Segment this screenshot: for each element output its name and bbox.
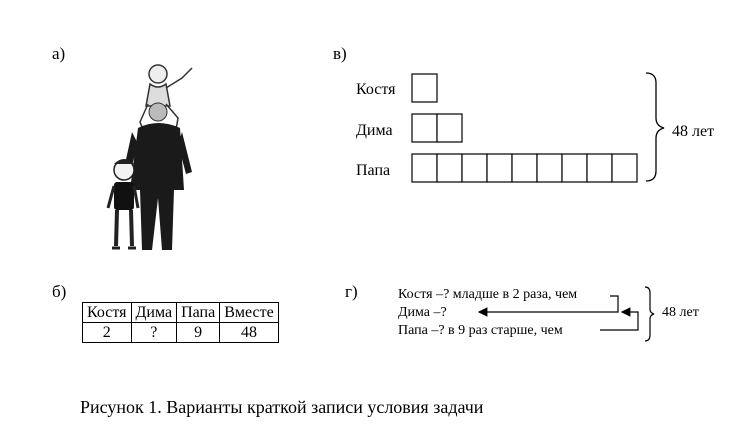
row-name-papa: Папа bbox=[356, 162, 391, 179]
scheme-line-dima: Дима –? bbox=[398, 305, 447, 320]
table-cell: ? bbox=[130, 322, 178, 343]
label-b: б) bbox=[52, 282, 67, 301]
unit-block bbox=[536, 153, 563, 183]
unit-block bbox=[561, 153, 588, 183]
unit-block bbox=[486, 153, 513, 183]
unit-block bbox=[411, 113, 438, 143]
total-label-v: 48 лет bbox=[672, 123, 715, 140]
table-header-cell: Костя bbox=[82, 302, 132, 323]
table-header-cell: Папа bbox=[176, 302, 221, 323]
arrow-kostya-to-dima bbox=[477, 295, 619, 317]
unit-block bbox=[461, 153, 488, 183]
data-table: Костя Дима Папа Вместе 2 ? 9 48 bbox=[82, 302, 279, 343]
scheme-line-papa: Папа –? в 9 раз старше, чем bbox=[398, 323, 563, 338]
arrow-papa-to-dima bbox=[600, 307, 639, 331]
label-a: а) bbox=[52, 44, 66, 63]
scheme-arrows bbox=[477, 286, 655, 342]
child-on-shoulders-figure bbox=[139, 64, 193, 133]
unit-block bbox=[436, 113, 463, 143]
label-v: в) bbox=[333, 44, 347, 63]
figure-caption: Рисунок 1. Варианты краткой записи услов… bbox=[80, 397, 484, 417]
table-header-row: Костя Дима Папа Вместе bbox=[82, 302, 279, 323]
table-header-cell: Дима bbox=[130, 302, 178, 323]
unit-block bbox=[611, 153, 638, 183]
table-cell: 48 bbox=[219, 322, 279, 343]
row-name-dima: Дима bbox=[356, 122, 393, 139]
total-brace-g bbox=[644, 286, 655, 342]
label-g: г) bbox=[345, 282, 358, 301]
family-illustration bbox=[106, 64, 193, 250]
table-row: 2 ? 9 48 bbox=[82, 322, 279, 343]
boy-figure bbox=[106, 159, 140, 250]
total-brace bbox=[645, 72, 665, 182]
unit-block bbox=[411, 153, 438, 183]
unit-block bbox=[411, 73, 438, 103]
table-cell: 9 bbox=[176, 322, 221, 343]
unit-blocks bbox=[411, 73, 638, 183]
row-name-kostya: Костя bbox=[356, 81, 396, 98]
block-model-diagram bbox=[411, 72, 665, 183]
unit-block bbox=[586, 153, 613, 183]
table-header-cell: Вместе bbox=[219, 302, 279, 323]
table-cell: 2 bbox=[82, 322, 132, 343]
scheme-line-kostya: Костя –? младше в 2 раза, чем bbox=[398, 287, 578, 302]
total-label-g: 48 лет bbox=[662, 305, 699, 320]
unit-block bbox=[436, 153, 463, 183]
unit-block bbox=[511, 153, 538, 183]
